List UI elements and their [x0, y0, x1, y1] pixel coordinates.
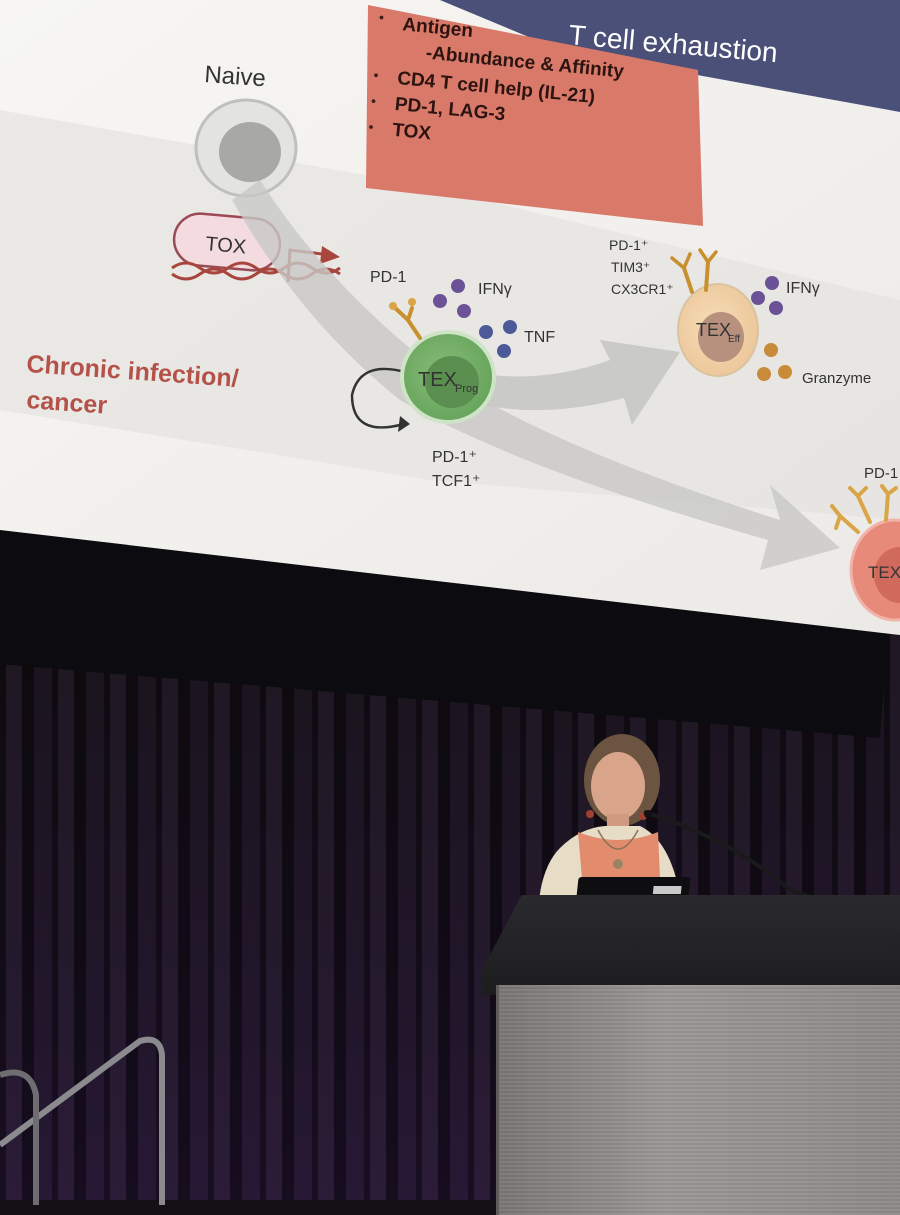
podium-top	[482, 895, 900, 995]
microphone	[643, 810, 819, 902]
speaker-shirt	[578, 832, 660, 878]
projection-screen-frame	[0, 0, 900, 738]
podium-body	[496, 985, 900, 1215]
earring	[586, 810, 594, 818]
speaker-necklace	[597, 829, 639, 850]
speaker-face	[591, 752, 645, 820]
stage-railing	[0, 1036, 165, 1205]
